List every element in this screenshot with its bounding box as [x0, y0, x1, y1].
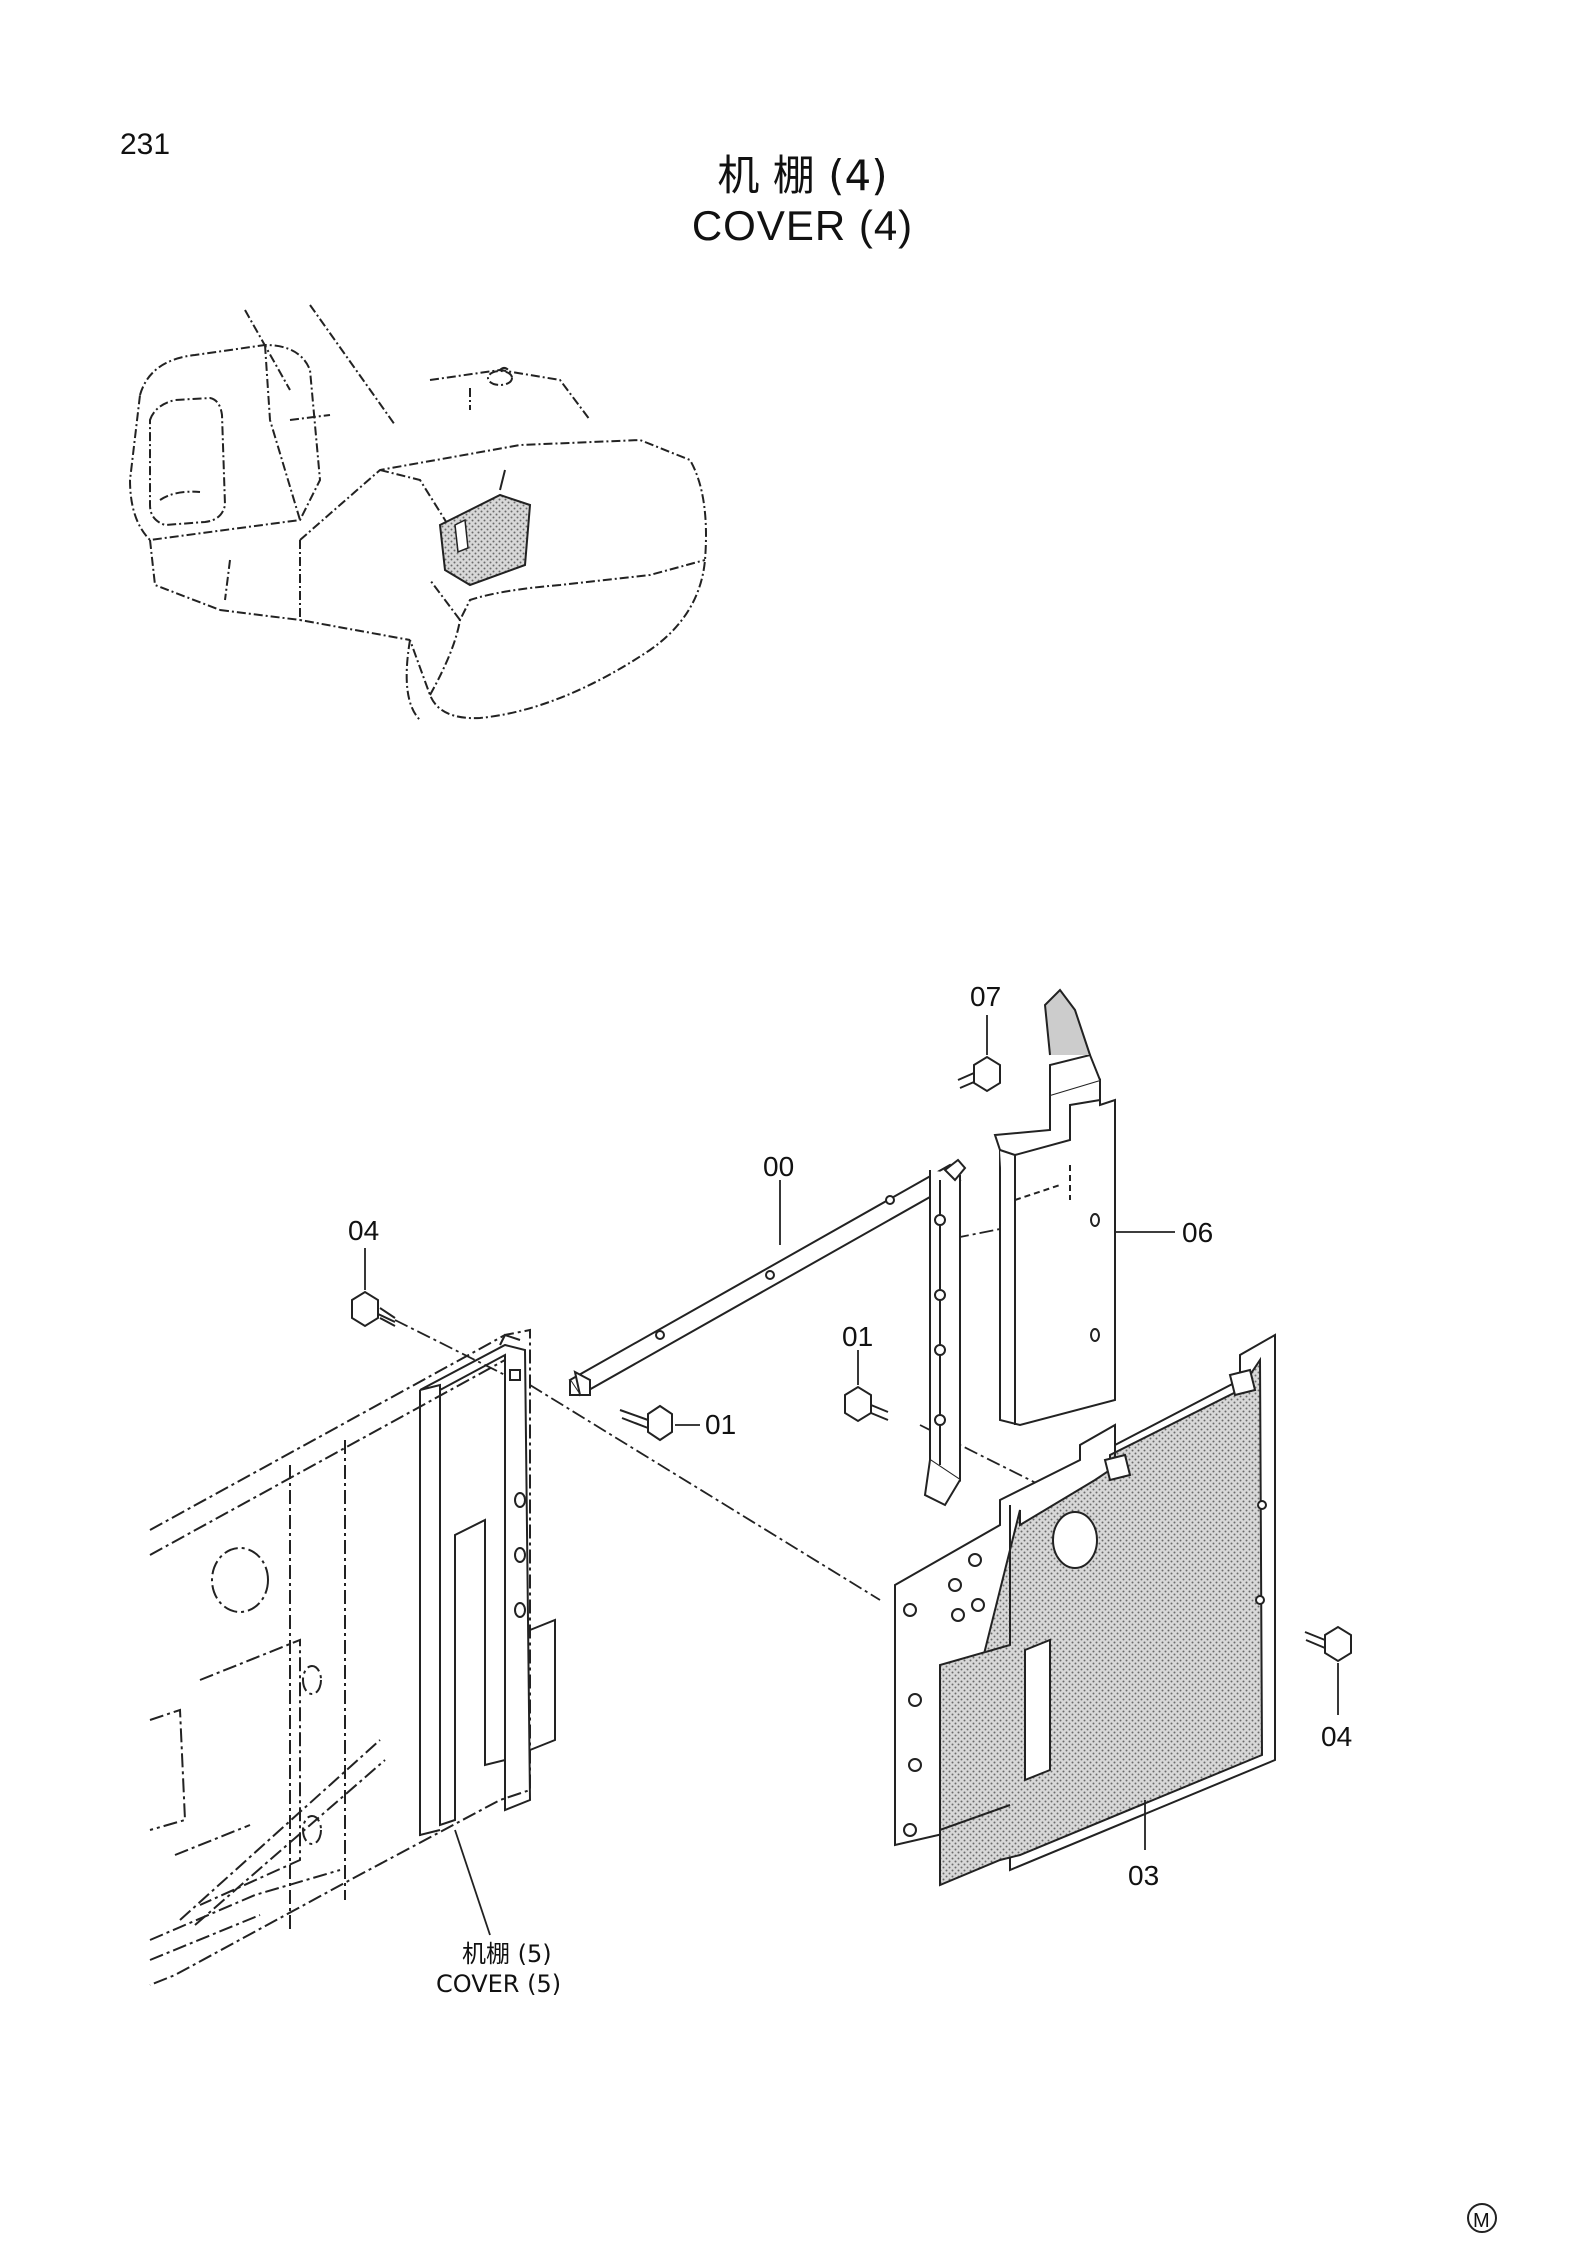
callout-06: 06 — [1182, 1217, 1213, 1248]
machine-overview-illustration — [128, 304, 707, 721]
cover-5-panel — [419, 1333, 556, 1837]
bolt-part-01-center — [844, 1385, 889, 1423]
callout-01-center: 01 — [842, 1321, 873, 1352]
bolt-part-01-left — [619, 1404, 673, 1442]
overview-highlight-panel — [438, 469, 532, 587]
bracket-part-00 — [568, 1158, 967, 1507]
registered-mark: M — [1467, 2203, 1497, 2233]
svg-text:M: M — [1473, 2210, 1490, 2232]
page-number: 231 — [120, 128, 171, 161]
cover-panel-part-03 — [894, 1333, 1276, 1887]
side-strip-part-06 — [993, 988, 1116, 1427]
callout-00: 00 — [763, 1151, 794, 1182]
callout-04-left: 04 — [348, 1215, 379, 1246]
reference-label-en: COVER (5) — [436, 1970, 561, 1998]
page-title-chinese: 机 棚 (4) — [717, 151, 888, 200]
reference-label-cn: 机棚 (5) — [462, 1940, 552, 1968]
bolt-part-07 — [957, 1055, 1001, 1093]
callout-07: 07 — [970, 981, 1001, 1012]
callout-01-left: 01 — [705, 1409, 736, 1440]
leader-lines — [364, 1015, 1339, 1936]
bolt-part-04-right — [1304, 1625, 1352, 1663]
bolt-part-04-left — [351, 1290, 396, 1328]
page-title-english: COVER (4) — [691, 202, 914, 249]
callout-03: 03 — [1128, 1860, 1159, 1891]
callout-04-right: 04 — [1321, 1721, 1352, 1752]
